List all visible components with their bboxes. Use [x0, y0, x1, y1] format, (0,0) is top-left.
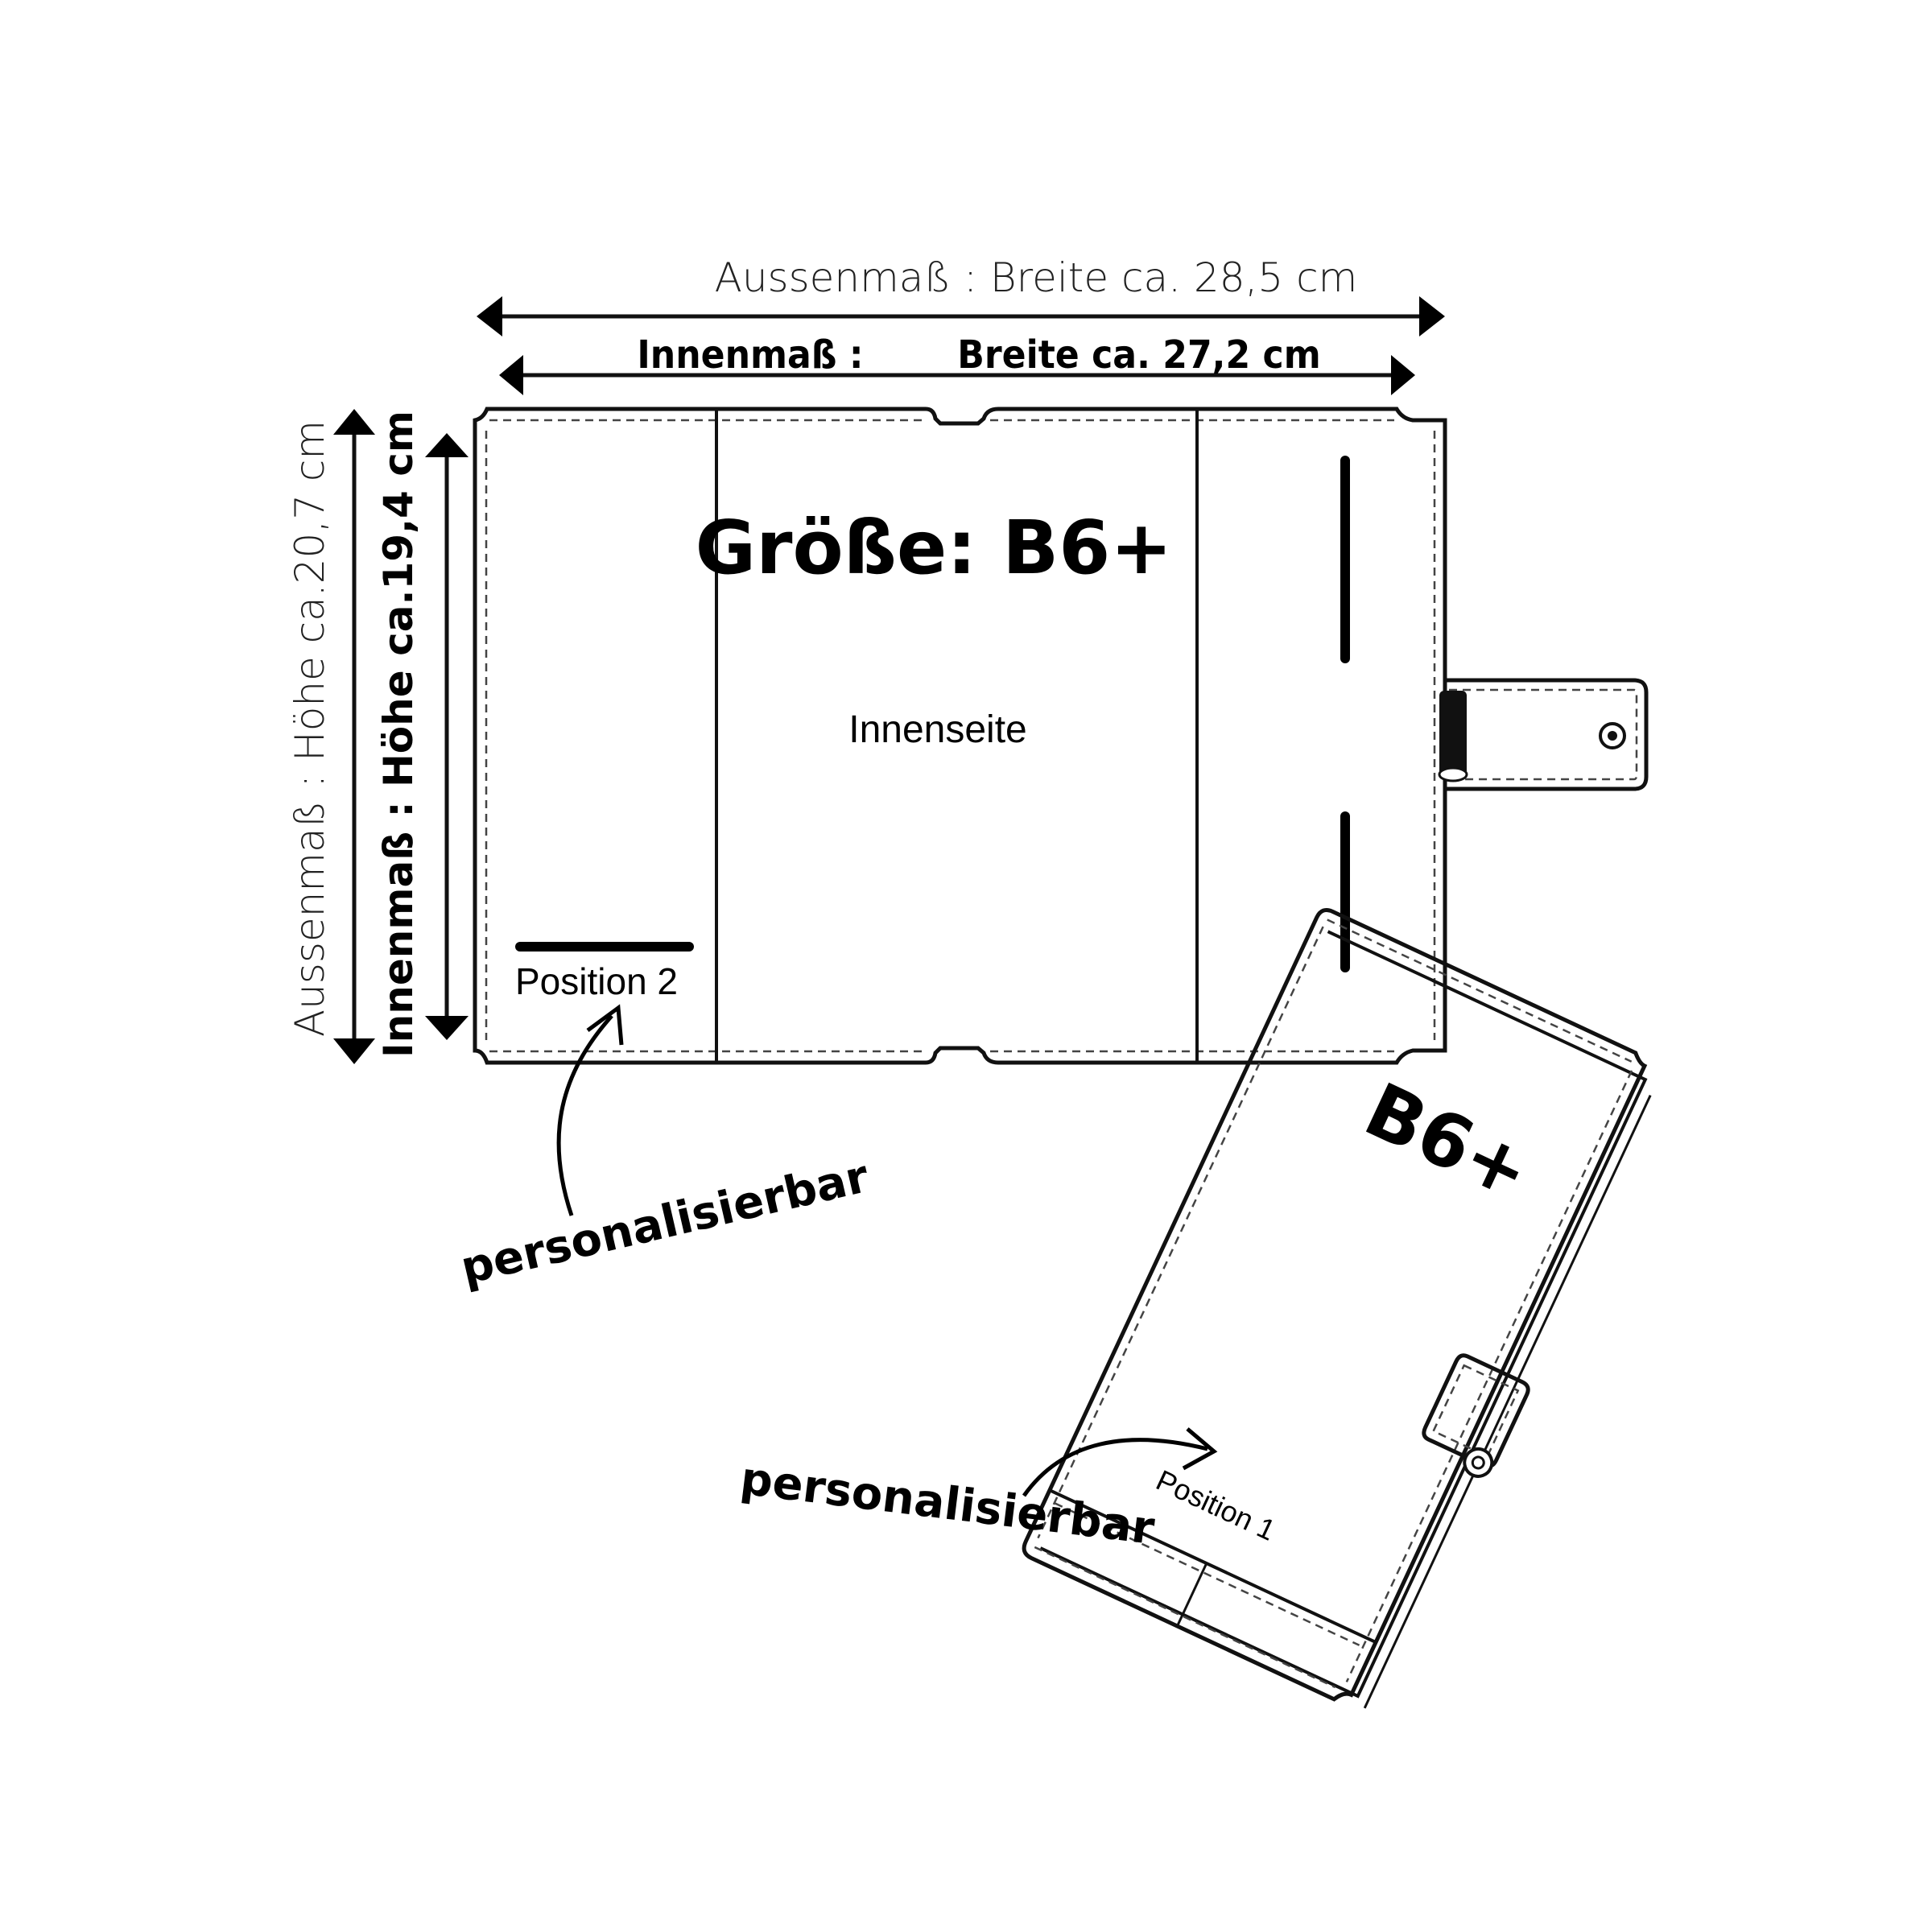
position-2-label: Position 2 — [515, 960, 678, 1002]
arrow-up-icon — [425, 433, 469, 457]
inner-height-dimension: Innenmaß : Höhe ca.19,4 cm — [375, 411, 469, 1058]
open-cover-inside: Größe: B6+ Innenseite Position 2 — [473, 407, 1649, 1065]
outer-height-dimension: Aussenmaß : Höhe ca.20,7 cm — [287, 409, 375, 1064]
personalizable-left-label: personalisierbar — [456, 1150, 874, 1295]
curved-arrow-icon — [1022, 1438, 1208, 1497]
outer-width-dimension: Aussenmaß : Breite ca. 28,5 cm — [477, 254, 1445, 336]
snap-button-icon — [1471, 1455, 1485, 1470]
arrow-down-icon — [425, 1016, 469, 1040]
pen-loop — [1439, 691, 1467, 779]
cover-title: B6+ — [1352, 1067, 1543, 1216]
arrow-left-icon — [499, 355, 523, 395]
position-1-label: Position 1 — [1151, 1463, 1281, 1547]
arrow-up-icon — [333, 409, 375, 435]
position-2-marker — [515, 942, 694, 952]
arrow-right-icon — [1419, 296, 1445, 336]
arrow-right-icon — [1391, 355, 1415, 395]
inner-width-dimension: Innenmaß : Breite ca. 27,2 cm — [499, 332, 1415, 395]
size-title: Größe: B6+ — [696, 505, 1173, 591]
slot-bottom — [1340, 811, 1350, 972]
arrow-down-icon — [333, 1038, 375, 1064]
slot-top — [1340, 456, 1350, 663]
personalizable-right-label: personalisierbar — [737, 1452, 1158, 1555]
curved-arrow-icon — [556, 1014, 613, 1216]
inner-width-value: Breite ca. 27,2 cm — [957, 332, 1321, 377]
inner-height-label: Innenmaß : Höhe ca.19,4 cm — [375, 411, 422, 1058]
strap-closure — [1438, 678, 1649, 791]
outer-height-label: Aussenmaß : Höhe ca.20,7 cm — [287, 420, 333, 1037]
outer-width-label: Aussenmaß : Breite ca. 28,5 cm — [715, 254, 1358, 301]
snap-button-icon — [1599, 722, 1626, 749]
arrowhead-icon — [1182, 1427, 1218, 1471]
arrowhead-icon — [586, 1004, 624, 1046]
inner-width-prefix: Innenmaß : — [637, 332, 863, 377]
inside-label: Innenseite — [848, 708, 1027, 751]
closed-notebook-cover: B6+ Position 1 — [1022, 908, 1652, 1709]
arrow-left-icon — [477, 296, 502, 336]
